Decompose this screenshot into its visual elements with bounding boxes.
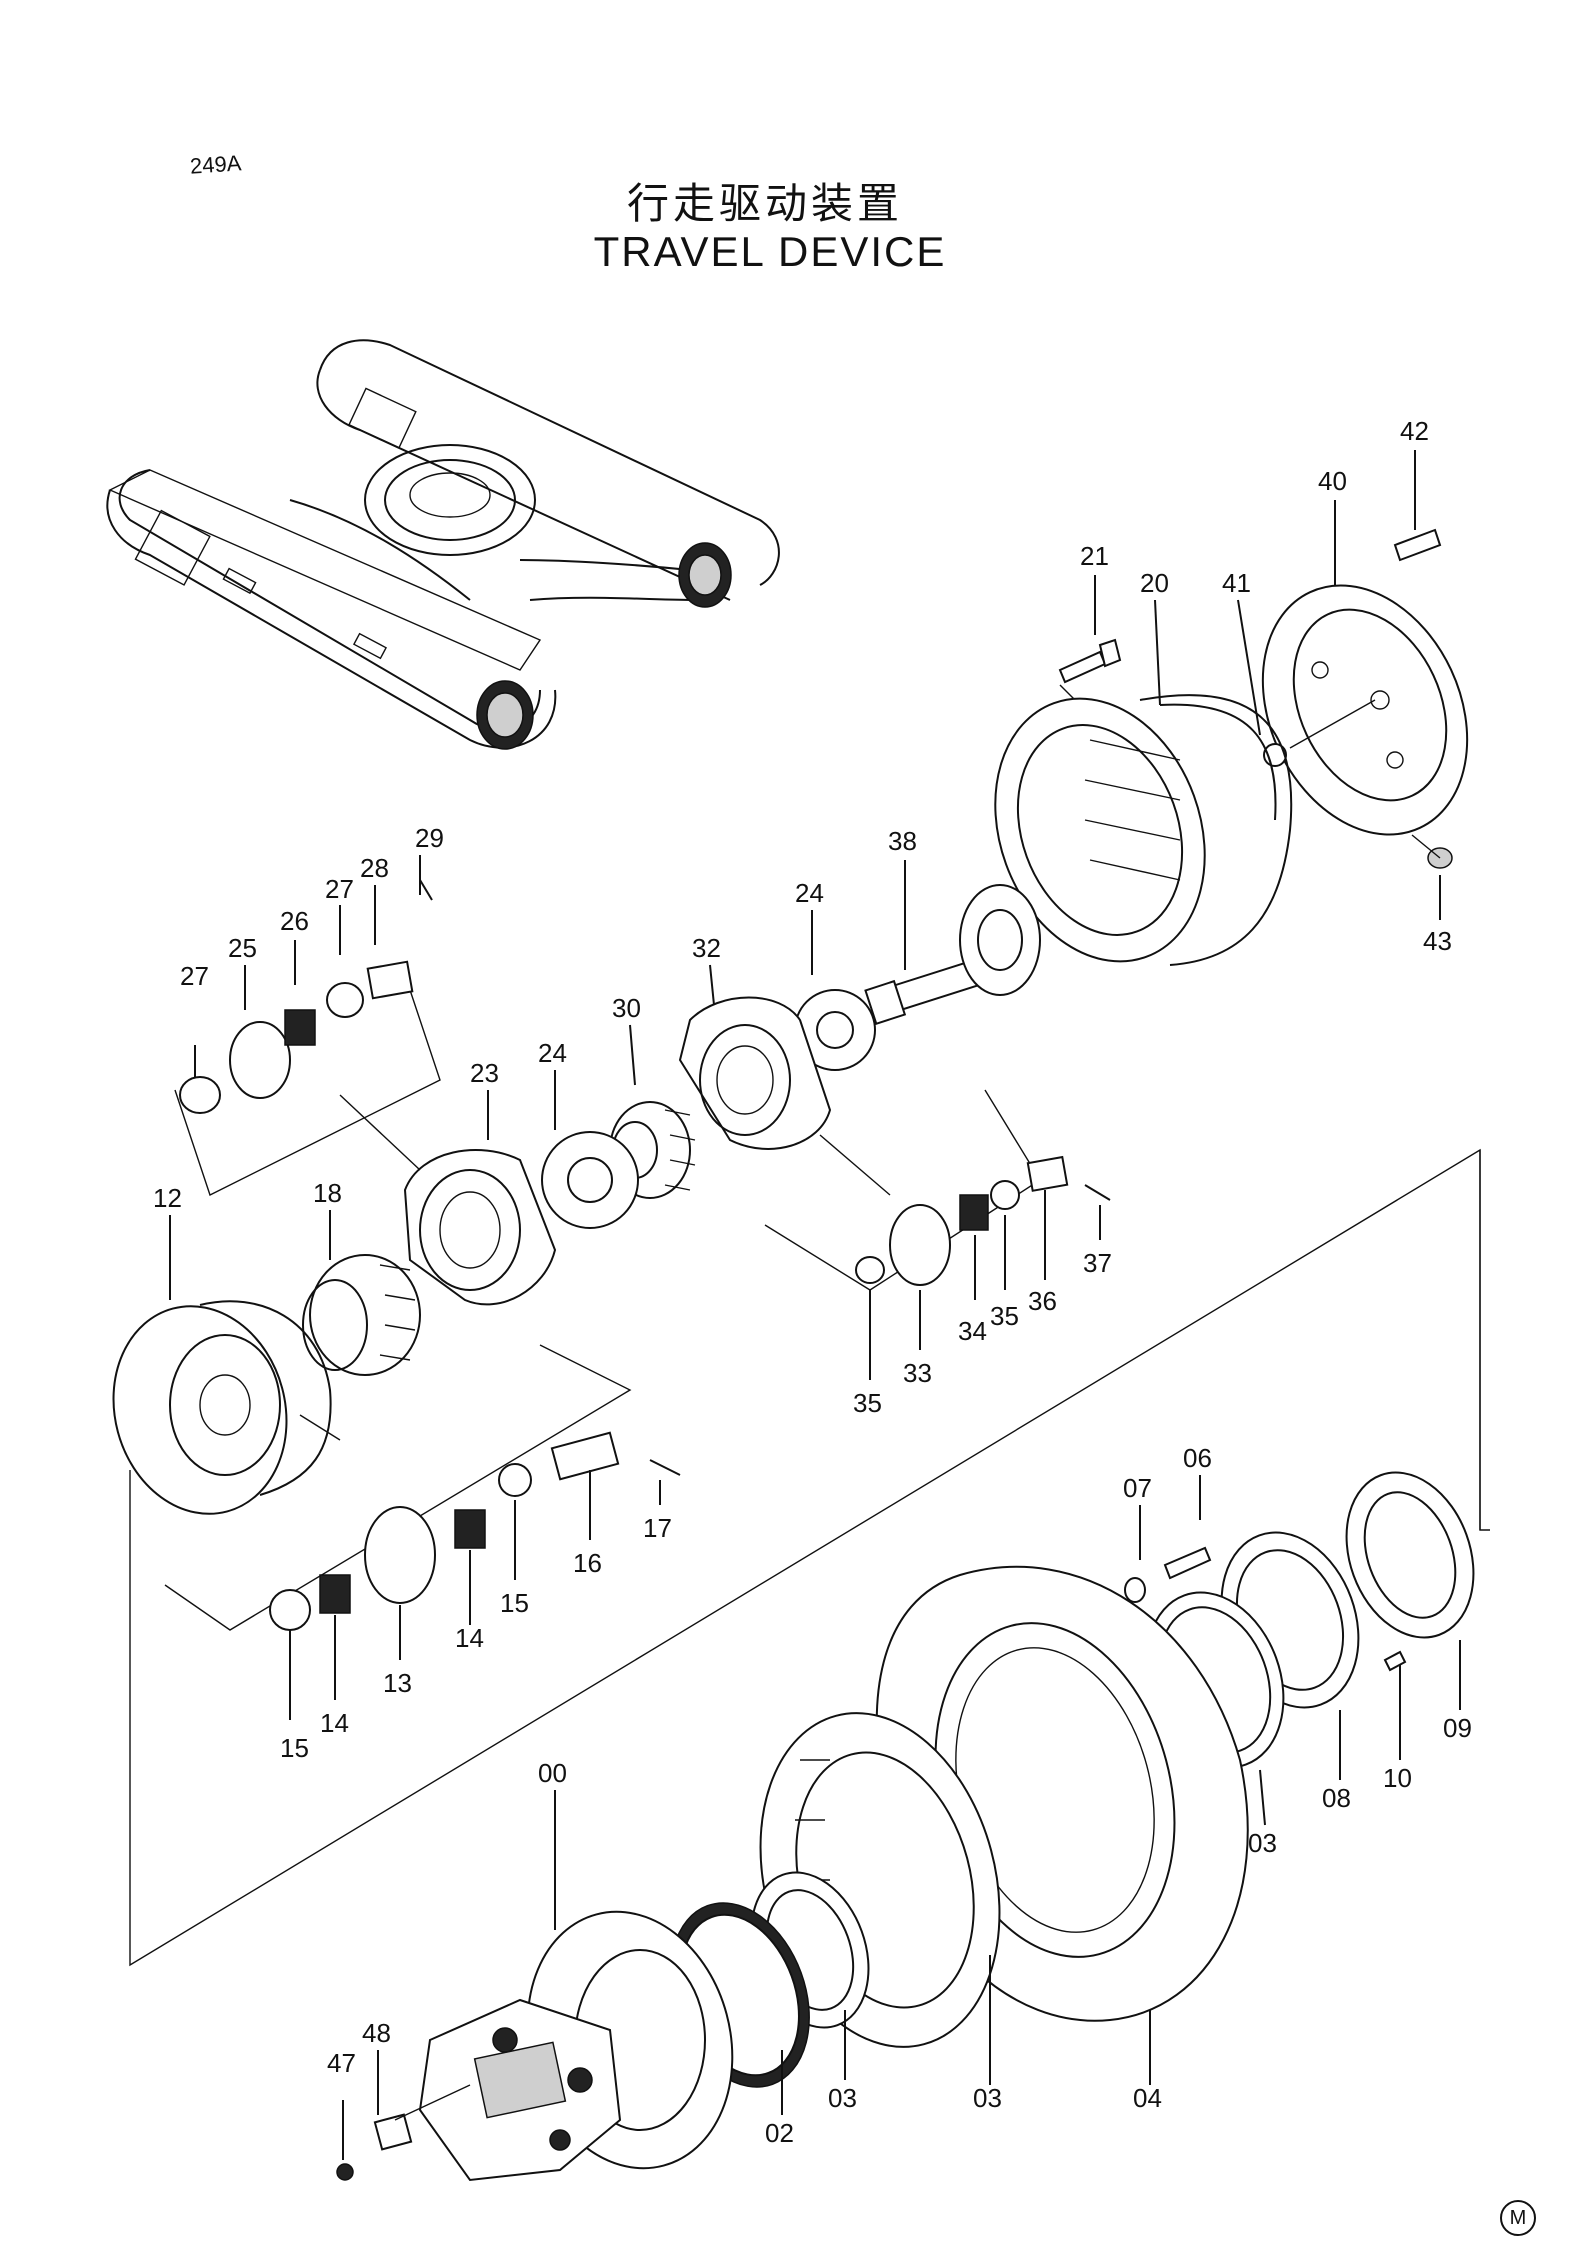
label-06: 06 [1183, 1443, 1212, 1473]
label-16: 16 [573, 1548, 602, 1578]
label-13: 13 [383, 1668, 412, 1698]
label-40: 40 [1318, 466, 1347, 496]
label-41: 41 [1222, 568, 1251, 598]
part-43-plug [1411, 834, 1453, 920]
label-35-right: 35 [990, 1301, 1019, 1331]
part-23-carrier [403, 1090, 557, 1306]
part-32-carrier [678, 964, 832, 1150]
label-18: 18 [313, 1178, 342, 1208]
label-02: 02 [765, 2118, 794, 2148]
label-42: 42 [1400, 416, 1429, 446]
part-10-pin [1383, 1650, 1407, 1760]
label-48: 48 [362, 2018, 391, 2048]
label-33: 33 [903, 1358, 932, 1388]
label-08: 08 [1322, 1783, 1351, 1813]
label-03-lower: 03 [828, 2083, 857, 2113]
label-17: 17 [643, 1513, 672, 1543]
label-00: 00 [538, 1758, 567, 1788]
label-35-left: 35 [853, 1388, 882, 1418]
label-12: 12 [153, 1183, 182, 1213]
label-23: 23 [470, 1058, 499, 1088]
label-36: 36 [1028, 1286, 1057, 1316]
label-14-upper: 14 [455, 1623, 484, 1653]
part-40-cover [1261, 500, 1469, 836]
label-28: 28 [360, 853, 389, 883]
label-27-upper-right: 27 [325, 874, 354, 904]
undercarriage-illustration [106, 339, 780, 750]
part-24-thrust-washer-lower [541, 1070, 639, 1229]
title-english: TRAVEL DEVICE [593, 228, 947, 275]
label-05: 04 [1133, 2083, 1162, 2113]
part-06-bolt [1163, 1475, 1212, 1580]
label-43: 43 [1423, 926, 1452, 956]
title-chinese: 行走驱动装置 [626, 179, 903, 228]
label-24-lower: 24 [538, 1038, 567, 1068]
label-24-upper: 24 [795, 878, 824, 908]
part-09-seal [1345, 1471, 1475, 1710]
label-26: 26 [280, 906, 309, 936]
planet-group-lower [164, 1344, 681, 1720]
label-27-upper-left: 27 [180, 961, 209, 991]
label-09: 09 [1443, 1713, 1472, 1743]
label-15-lower: 15 [280, 1733, 309, 1763]
label-30: 30 [612, 993, 641, 1023]
part-24-thrust-washer-upper [794, 910, 876, 1071]
part-20-ring-gear-housing [994, 599, 1293, 966]
label-32: 32 [692, 933, 721, 963]
label-04: 03 [973, 2083, 1002, 2113]
part-21-bolt [1058, 575, 1122, 684]
label-07: 07 [1123, 1473, 1152, 1503]
label-38: 38 [888, 826, 917, 856]
part-47-screw [336, 2100, 354, 2181]
label-20: 20 [1140, 568, 1169, 598]
part-48-plate [373, 2050, 471, 2151]
label-14-lower: 14 [320, 1708, 349, 1738]
part-07-washer [1124, 1505, 1146, 1603]
part-42-bolt [1393, 450, 1442, 562]
label-47: 47 [327, 2048, 356, 2078]
part-00-travel-motor [418, 1790, 734, 2182]
label-15-upper: 15 [500, 1588, 529, 1618]
part-38-shaft [864, 860, 1041, 1026]
label-03-upper: 03 [1248, 1828, 1277, 1858]
label-29: 29 [415, 823, 444, 853]
part-12-carrier [112, 1215, 332, 1515]
label-10: 10 [1383, 1763, 1412, 1793]
planet-group-upper [174, 855, 441, 1196]
label-25: 25 [228, 933, 257, 963]
label-37: 37 [1083, 1248, 1112, 1278]
label-34: 34 [958, 1316, 987, 1346]
part-labels: 42 40 21 20 41 29 27 28 25 26 27 38 24 3… [153, 416, 1472, 2148]
planet-group-middle [764, 1089, 1111, 1380]
label-21: 21 [1080, 541, 1109, 571]
corner-mark-circled-m: M [1500, 2200, 1536, 2236]
part-18-sun-gear [302, 1210, 421, 1376]
